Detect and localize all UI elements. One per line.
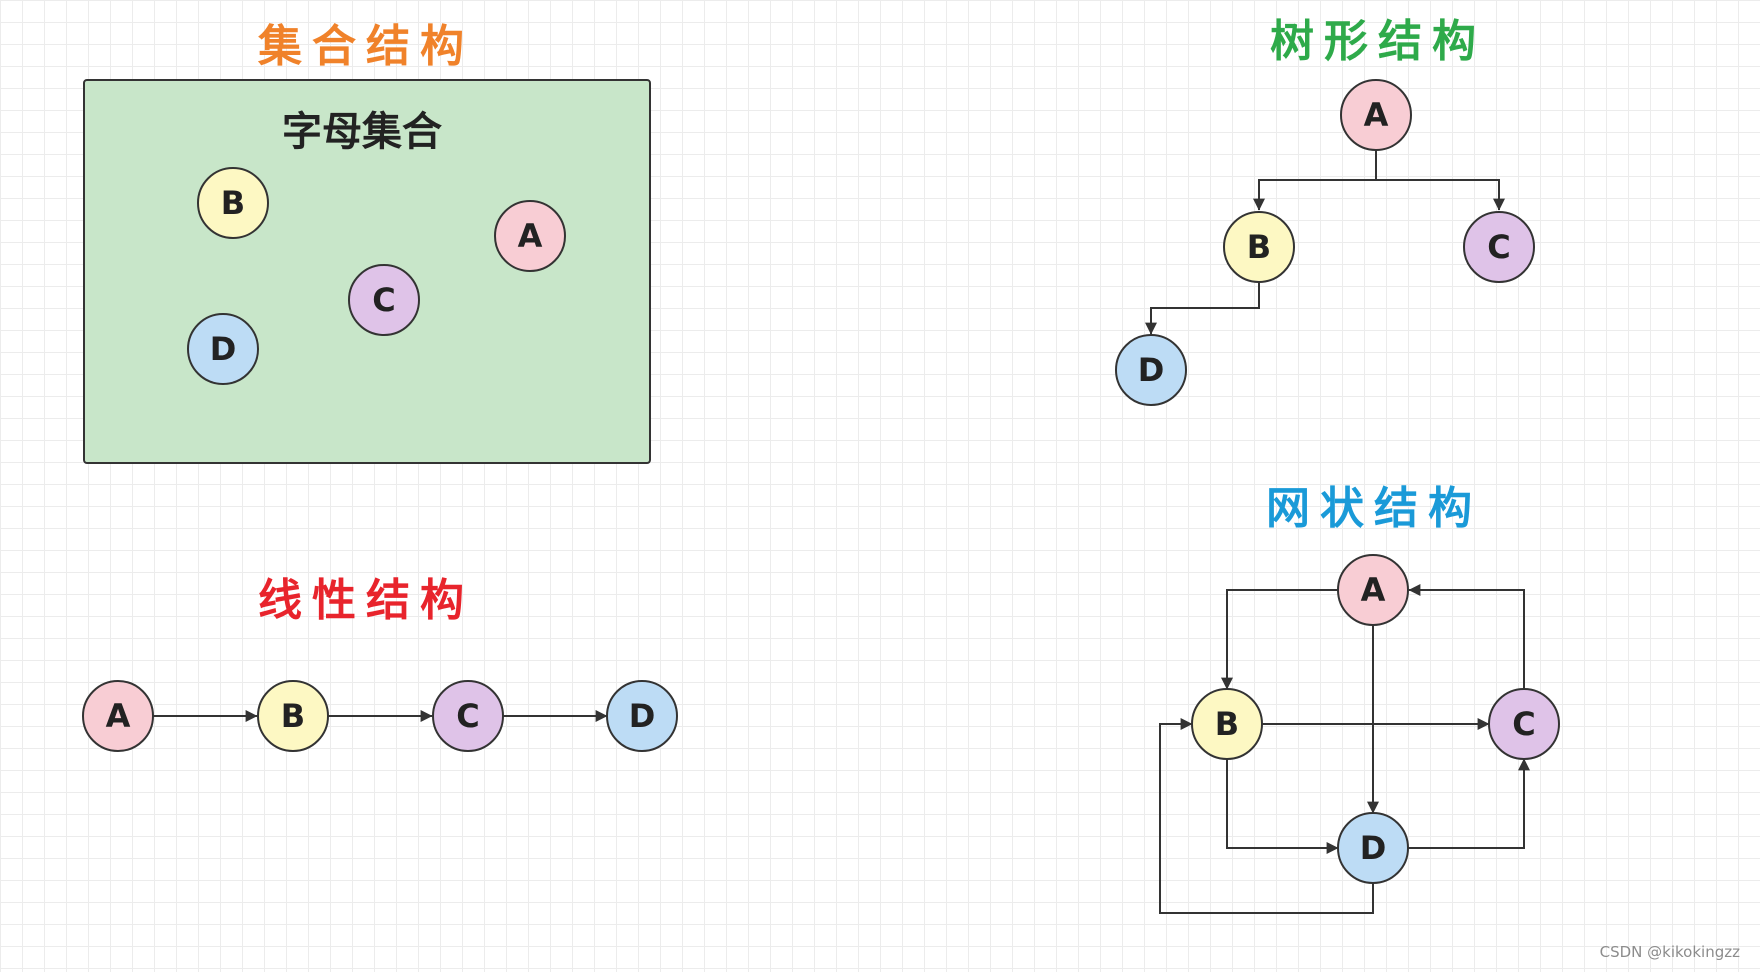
node-circle — [82, 680, 154, 752]
node-label-b: B — [1215, 705, 1239, 743]
set-structure: 集合结构 字母集合 B A C D — [83, 21, 651, 464]
node-label-a: A — [518, 217, 543, 255]
node-label-d: D — [1360, 829, 1387, 867]
node-circle — [1463, 211, 1535, 283]
node-circle — [432, 680, 504, 752]
node-circle — [257, 680, 329, 752]
graph-structure: 网状结构 A B C D — [1159, 483, 1560, 914]
node-circle — [197, 167, 269, 239]
linear-node-D: D — [606, 680, 678, 752]
node-circle — [1191, 688, 1263, 760]
node-label-c: C — [372, 281, 395, 319]
node-circle — [187, 313, 259, 385]
set-title: 集合结构 — [257, 21, 474, 72]
graph-node-B: B — [1191, 688, 1263, 760]
watermark: CSDN @kikokingzz — [1600, 943, 1740, 961]
node-label-b: B — [281, 697, 305, 735]
linear-node-B: B — [257, 680, 329, 752]
node-circle — [1337, 554, 1409, 626]
node-label-a: A — [106, 697, 131, 735]
node-circle — [1115, 334, 1187, 406]
linear-structure: 线性结构 A B C D — [82, 575, 678, 752]
node-circle — [348, 264, 420, 336]
set-box-label: 字母集合 — [282, 109, 442, 155]
node-label-b: B — [1247, 228, 1271, 266]
linear-node-C: C — [432, 680, 504, 752]
linear-node-A: A — [82, 680, 154, 752]
node-circle — [494, 200, 566, 272]
tree-node-C: C — [1463, 211, 1535, 283]
tree-structure: 树形结构 A B C D — [1115, 16, 1535, 406]
set-node-A: A — [494, 200, 566, 272]
tree-edge-b-d — [1145, 282, 1260, 335]
node-circle — [1337, 812, 1409, 884]
graph-edge-a-b — [1221, 589, 1338, 690]
graph-edge-d-c — [1408, 758, 1530, 849]
set-node-B: B — [197, 167, 269, 239]
tree-node-A: A — [1340, 79, 1412, 151]
graph-node-D: D — [1337, 812, 1409, 884]
node-label-a: A — [1364, 96, 1389, 134]
graph-title: 网状结构 — [1266, 483, 1482, 534]
node-label-d: D — [210, 330, 237, 368]
tree-node-D: D — [1115, 334, 1187, 406]
graph-edge-d-b — [1159, 718, 1374, 914]
node-label-c: C — [1487, 228, 1510, 266]
set-node-D: D — [187, 313, 259, 385]
graph-node-C: C — [1488, 688, 1560, 760]
graph-node-A: A — [1337, 554, 1409, 626]
node-circle — [1223, 211, 1295, 283]
node-label-d: D — [629, 697, 656, 735]
node-label-b: B — [221, 184, 245, 222]
node-label-d: D — [1138, 351, 1165, 389]
tree-edge-a-b — [1253, 150, 1377, 211]
node-label-c: C — [1512, 705, 1535, 743]
node-label-c: C — [456, 697, 479, 735]
graph-edge-b-d — [1226, 759, 1339, 854]
graph-edge-c-a — [1408, 584, 1525, 689]
set-node-C: C — [348, 264, 420, 336]
tree-node-B: B — [1223, 211, 1295, 283]
node-circle — [1340, 79, 1412, 151]
tree-edge-a-c — [1376, 179, 1505, 211]
node-circle — [1488, 688, 1560, 760]
node-label-a: A — [1361, 571, 1386, 609]
tree-title: 树形结构 — [1270, 16, 1486, 67]
linear-title: 线性结构 — [258, 575, 474, 626]
node-circle — [606, 680, 678, 752]
